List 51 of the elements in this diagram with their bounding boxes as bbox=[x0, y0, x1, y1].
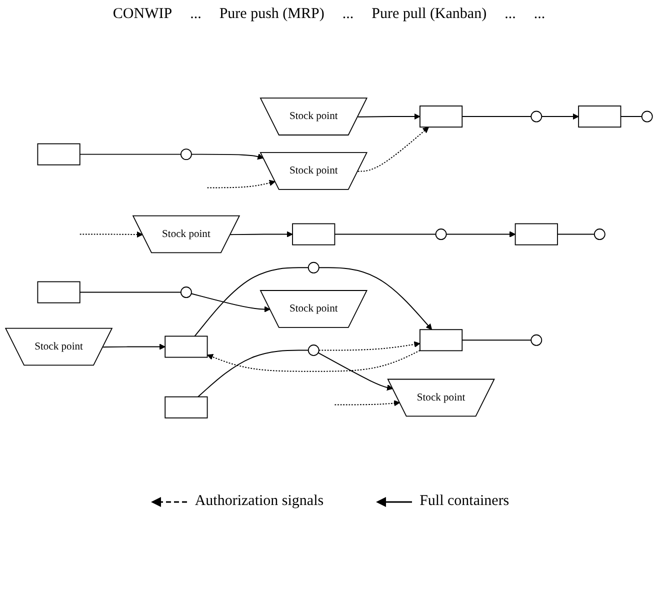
arrow bbox=[190, 293, 270, 312]
arrow bbox=[79, 231, 143, 238]
node-bracket bbox=[514, 223, 558, 246]
node-bracket bbox=[420, 106, 463, 128]
node-bracket bbox=[164, 336, 208, 358]
ellipsis-label: ... bbox=[342, 6, 354, 23]
row-title: Pure push (MRP) bbox=[219, 6, 324, 23]
connector bbox=[462, 116, 532, 118]
ellipsis-label: ... bbox=[534, 6, 546, 23]
node-bracket bbox=[292, 223, 336, 246]
connector bbox=[79, 292, 182, 293]
arrow bbox=[207, 350, 420, 372]
row-title: CONWIP bbox=[112, 6, 172, 23]
node-circle bbox=[530, 334, 542, 346]
node-circle bbox=[594, 228, 606, 240]
arrow bbox=[190, 154, 264, 160]
node-bracket bbox=[37, 281, 80, 304]
arrow bbox=[446, 231, 516, 238]
connector bbox=[556, 234, 595, 235]
node-bracket bbox=[578, 106, 622, 128]
connector bbox=[620, 116, 642, 118]
row-title: Pure pull (Kanban) bbox=[372, 6, 487, 23]
arrow bbox=[334, 400, 400, 406]
legend-label: Full containers bbox=[420, 493, 510, 510]
node-circle bbox=[530, 110, 542, 122]
ellipsis-label: ... bbox=[190, 6, 202, 23]
node-bracket bbox=[37, 143, 80, 166]
connector bbox=[462, 340, 532, 341]
node-circle bbox=[180, 286, 192, 298]
arrow bbox=[357, 126, 429, 172]
node-circle bbox=[641, 110, 653, 122]
arrow bbox=[357, 113, 420, 120]
connector bbox=[197, 350, 309, 398]
arrow bbox=[318, 341, 420, 351]
legend-label: Authorization signals bbox=[194, 493, 324, 510]
arrow bbox=[102, 344, 166, 350]
arrow bbox=[541, 113, 579, 120]
ellipsis-label: ... bbox=[504, 6, 516, 23]
arrow bbox=[318, 352, 394, 391]
node-circle bbox=[180, 148, 192, 160]
connector bbox=[194, 267, 309, 337]
node-circle bbox=[308, 262, 320, 274]
arrow bbox=[230, 231, 293, 238]
node-bracket bbox=[164, 396, 208, 418]
arrow bbox=[206, 180, 276, 188]
arrow bbox=[318, 267, 432, 330]
node-bracket bbox=[420, 329, 463, 352]
node-circle bbox=[308, 344, 320, 356]
connector bbox=[79, 154, 182, 155]
connector bbox=[334, 234, 436, 235]
node-circle bbox=[435, 228, 447, 240]
